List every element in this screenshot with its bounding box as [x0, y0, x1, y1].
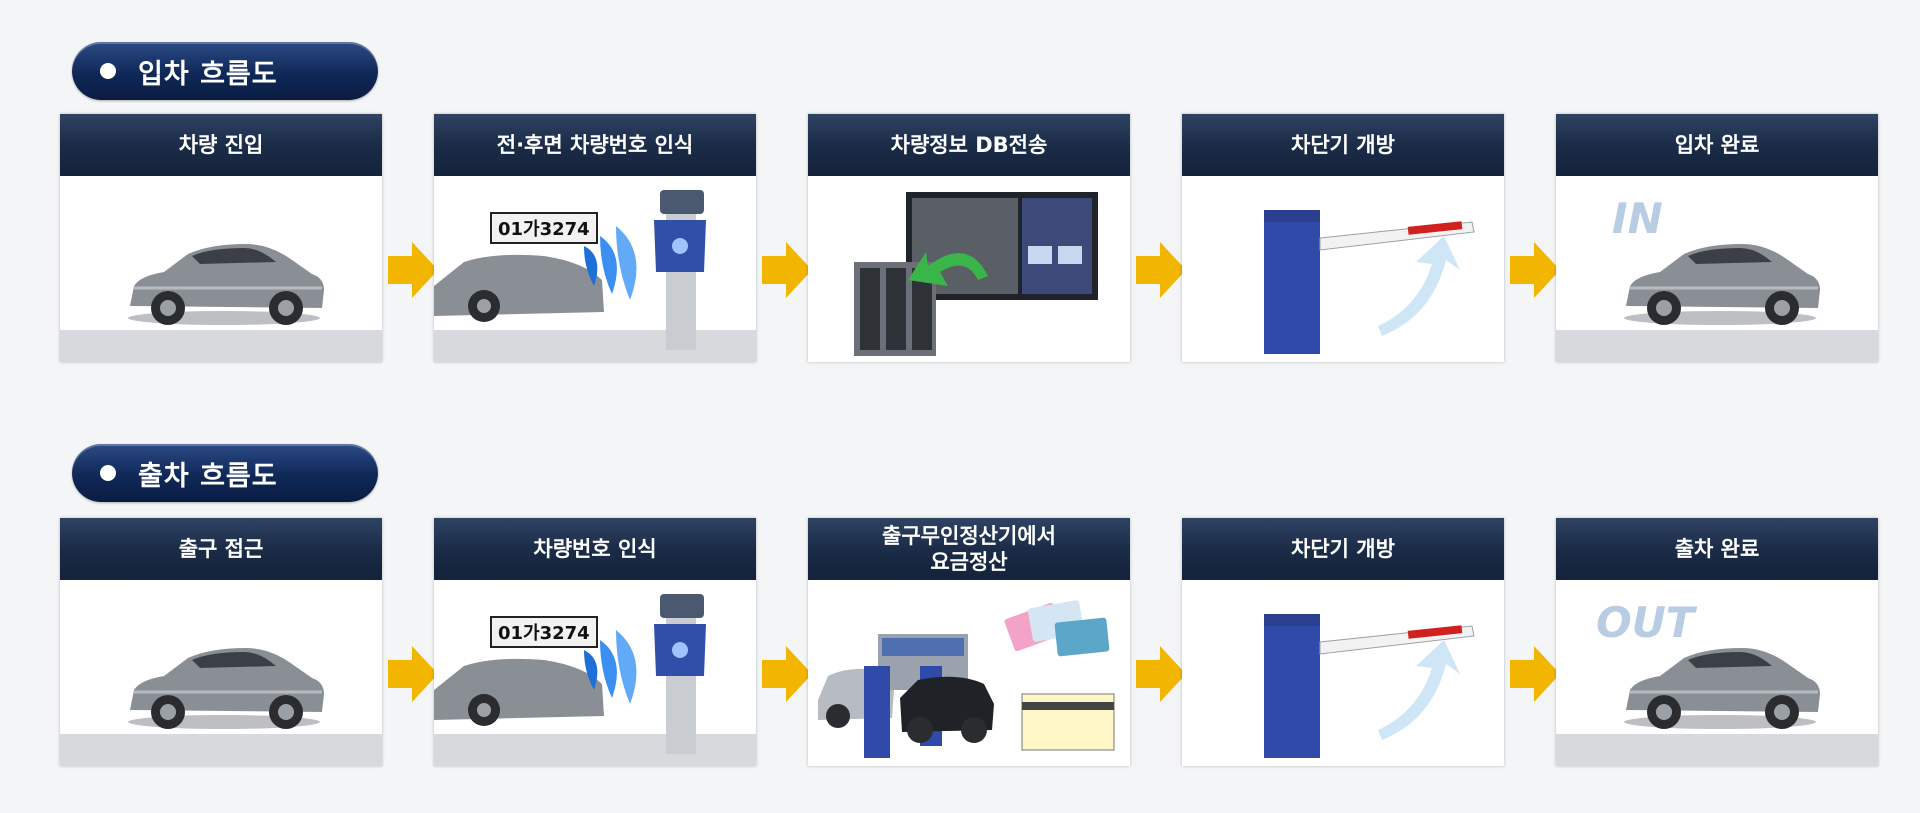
- status-label: IN: [1612, 194, 1663, 243]
- entry-step-1: 차량 진입: [60, 114, 382, 362]
- step-label: 차량번호 인식: [434, 518, 756, 580]
- step-label: 출구 접근: [60, 518, 382, 580]
- entry-step-2: 전·후면 차량번호 인식 01가3274: [434, 114, 756, 362]
- step-label: 차량 진입: [60, 114, 382, 176]
- step-label: 차량정보 DB전송: [808, 114, 1130, 176]
- car-icon: [128, 244, 324, 325]
- entry-step-3: 차량정보 DB전송: [808, 114, 1130, 362]
- exit-step-5: 출차 완료 OUT: [1556, 518, 1878, 766]
- flow-arrow-icon: [1510, 644, 1560, 704]
- license-plate: 01가3274: [490, 212, 598, 244]
- flow-arrow-icon: [388, 240, 438, 300]
- flow-arrow-icon: [1136, 644, 1186, 704]
- flow-arrow-icon: [1136, 240, 1186, 300]
- flow-arrow-icon: [1510, 240, 1560, 300]
- payment-kiosk-icon: [818, 600, 1115, 758]
- exit-flow-title: 출차 흐름도: [138, 460, 278, 492]
- license-plate: 01가3274: [490, 616, 598, 648]
- bullet-icon: [100, 465, 116, 481]
- plate-recognition-icon: [434, 594, 706, 754]
- bullet-icon: [100, 63, 116, 79]
- exit-step-2: 차량번호 인식 01가3274: [434, 518, 756, 766]
- step-label: 차단기 개방: [1182, 114, 1504, 176]
- car-icon: [1624, 244, 1820, 325]
- exit-step-4: 차단기 개방: [1182, 518, 1504, 766]
- entry-step-5: 입차 완료 IN: [1556, 114, 1878, 362]
- entry-flow-pill: 입차 흐름도: [72, 42, 378, 100]
- status-label: OUT: [1596, 598, 1695, 647]
- car-icon: [128, 648, 324, 729]
- step-label: 전·후면 차량번호 인식: [434, 114, 756, 176]
- server-db-icon: [854, 192, 1098, 356]
- exit-step-1: 출구 접근: [60, 518, 382, 766]
- plate-recognition-icon: [434, 190, 706, 350]
- step-label: 입차 완료: [1556, 114, 1878, 176]
- flow-arrow-icon: [762, 644, 812, 704]
- flow-arrow-icon: [388, 644, 438, 704]
- entry-step-4: 차단기 개방: [1182, 114, 1504, 362]
- step-label: 출차 완료: [1556, 518, 1878, 580]
- entry-flow-title: 입차 흐름도: [138, 58, 278, 90]
- step-label: 출구무인정산기에서 요금정산: [808, 518, 1130, 580]
- exit-flow-pill: 출차 흐름도: [72, 444, 378, 502]
- flow-arrow-icon: [762, 240, 812, 300]
- step-label: 차단기 개방: [1182, 518, 1504, 580]
- barrier-gate-icon: [1264, 614, 1475, 758]
- barrier-gate-icon: [1264, 210, 1475, 354]
- exit-step-3: 출구무인정산기에서 요금정산: [808, 518, 1130, 766]
- car-icon: [1624, 648, 1820, 729]
